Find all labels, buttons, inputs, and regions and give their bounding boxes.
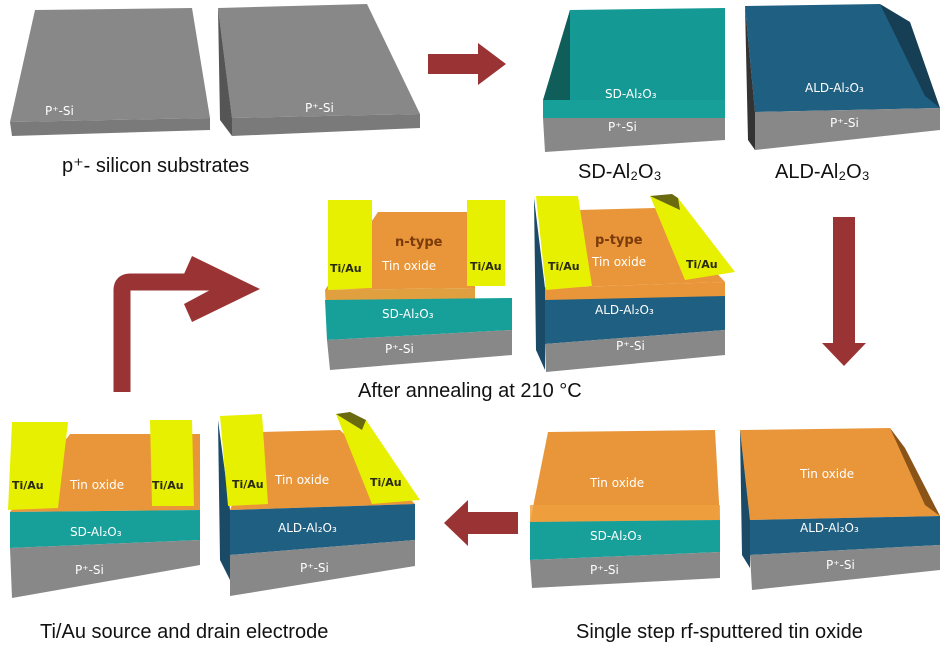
caption-step4: Ti/Au source and drain electrode <box>40 621 328 643</box>
tin-label: Tin oxide <box>589 476 644 490</box>
tin-label: Tin oxide <box>799 467 854 481</box>
sd-label: SD-Al₂O₃ <box>590 529 642 543</box>
ptype-label: p-type <box>595 233 643 248</box>
si-substrate-1: P⁺-Si <box>10 8 210 136</box>
arrow-down-icon <box>822 217 866 366</box>
sd-al2o3-stack: SD-Al₂O₃ P⁺-Si <box>543 8 725 152</box>
sd-tin-oxide-stack: Tin oxide SD-Al₂O₃ P⁺-Si <box>530 430 720 588</box>
sd-label: SD-Al₂O₃ <box>70 525 122 539</box>
si-label: P⁺-Si <box>75 563 104 577</box>
si-label: P⁺-Si <box>385 342 414 356</box>
arrow-right-icon <box>428 43 506 85</box>
si-substrate-2: P⁺-Si <box>218 4 420 136</box>
si-label: P⁺-Si <box>616 339 645 353</box>
tiau-label: Ti/Au <box>232 478 264 491</box>
tiau-label: Ti/Au <box>548 260 580 273</box>
ald-al2o3-stack: ALD-Al₂O₃ P⁺-Si <box>745 4 940 150</box>
caption-step3: Single step rf-sputtered tin oxide <box>576 621 863 643</box>
si-label: P⁺-Si <box>826 558 855 572</box>
arrow-up-right-head-icon <box>184 256 260 322</box>
ald-tin-oxide-stack: Tin oxide ALD-Al₂O₃ P⁺-Si <box>740 428 940 590</box>
annealed-p-type-stack: p-type Ti/Au Ti/Au Tin oxide ALD-Al₂O₃ P… <box>534 194 735 372</box>
ald-label: ALD-Al₂O₃ <box>805 81 864 95</box>
tiau-label: Ti/Au <box>12 479 44 492</box>
tiau-label: Ti/Au <box>330 262 362 275</box>
ald-electrode-stack: Ti/Au Ti/Au Tin oxide ALD-Al₂O₃ P⁺-Si <box>218 412 420 596</box>
tin-label: Tin oxide <box>274 473 329 487</box>
si-label: P⁺-Si <box>590 563 619 577</box>
tin-label: Tin oxide <box>381 259 436 273</box>
ntype-label: n-type <box>395 235 443 250</box>
tiau-label: Ti/Au <box>152 479 184 492</box>
caption-step2a: SD-Al₂O₃ <box>578 161 662 183</box>
si-label: P⁺-Si <box>830 116 859 130</box>
tin-label: Tin oxide <box>591 255 646 269</box>
annealed-n-type-stack: n-type Ti/Au Ti/Au Tin oxide SD-Al₂O₃ P⁺… <box>325 200 512 370</box>
tiau-label: Ti/Au <box>370 476 402 489</box>
sd-label: SD-Al₂O₃ <box>605 87 657 101</box>
tin-label: Tin oxide <box>69 478 124 492</box>
sd-label: SD-Al₂O₃ <box>382 307 434 321</box>
si-label: P⁺-Si <box>305 101 334 115</box>
tiau-label: Ti/Au <box>686 258 718 271</box>
caption-step5: After annealing at 210 °C <box>358 380 582 402</box>
caption-step2b: ALD-Al₂O₃ <box>775 161 870 183</box>
sd-electrode-stack: Ti/Au Ti/Au Tin oxide SD-Al₂O₃ P⁺-Si <box>8 420 200 598</box>
tiau-label: Ti/Au <box>470 260 502 273</box>
arrow-left-icon <box>444 500 518 546</box>
ald-label: ALD-Al₂O₃ <box>278 521 337 535</box>
si-label: P⁺-Si <box>608 120 637 134</box>
caption-step1: p⁺- silicon substrates <box>62 155 249 177</box>
arrow-up-right-icon <box>113 273 218 392</box>
ald-label: ALD-Al₂O₃ <box>595 303 654 317</box>
si-label: P⁺-Si <box>300 561 329 575</box>
si-label: P⁺-Si <box>45 104 74 118</box>
ald-label: ALD-Al₂O₃ <box>800 521 859 535</box>
